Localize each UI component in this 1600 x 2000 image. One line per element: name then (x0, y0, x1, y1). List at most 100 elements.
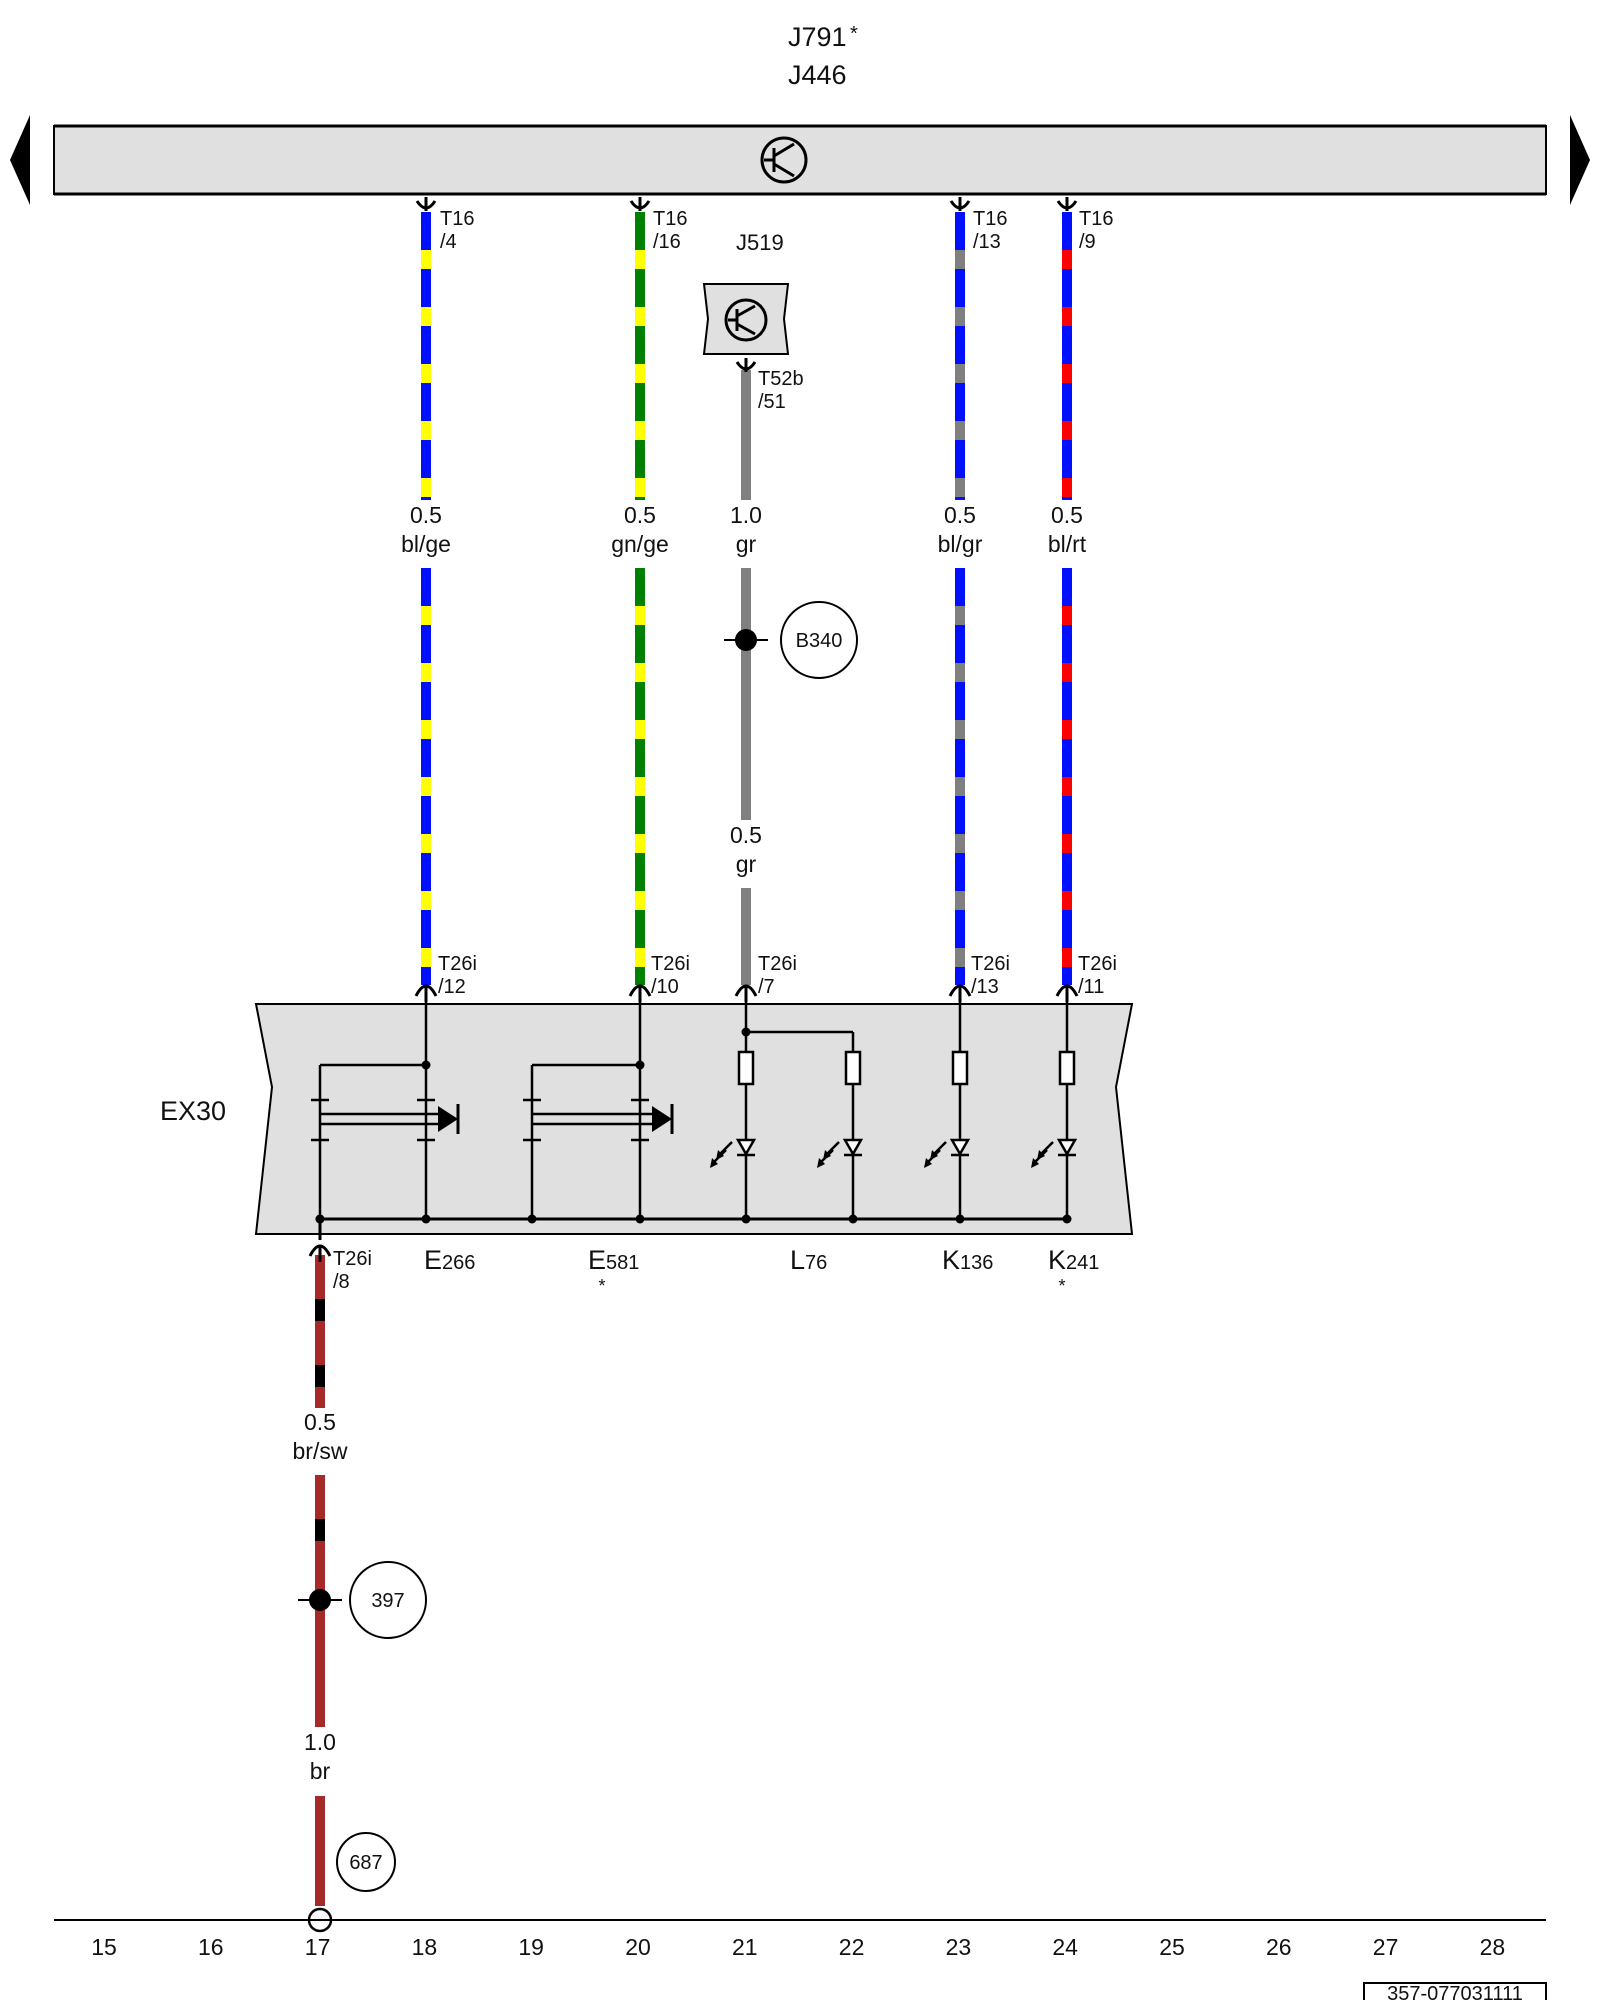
pin-bot-24-number: /11 (1078, 976, 1104, 998)
ground-wire-color-1: br/sw (293, 1438, 348, 1464)
e581-bottom-left-node (527, 1214, 537, 1224)
component-e581-star: * (598, 1276, 605, 1296)
wire-size-20: 0.5 (624, 502, 656, 528)
component-k241-number: 241 (1066, 1252, 1099, 1274)
pin-top-23-number: /13 (973, 231, 1001, 253)
k241-led-diode-icon (1056, 1138, 1078, 1157)
e266-bottom-right-node (421, 1214, 431, 1224)
l76-led-b-ray-1-head (823, 1150, 831, 1160)
wire-color-21b: gr (736, 851, 757, 877)
ex30-switch-module (254, 1003, 1134, 1235)
wire-size-18: 0.5 (410, 502, 442, 528)
j519-unit (702, 283, 790, 355)
k241-led-ray-2-head (1031, 1158, 1039, 1168)
wire-color-20: gn/ge (611, 531, 669, 557)
e581-top-node (635, 1060, 645, 1070)
pin-ground-connector: T26i (333, 1248, 372, 1270)
pin-bot-20-connector: T26i (651, 953, 690, 975)
pin-top-21-number: /51 (758, 391, 786, 413)
wire-color-24: bl/rt (1048, 531, 1087, 557)
grid-number-23: 23 (946, 1934, 972, 1960)
l76-led-b-resistor (844, 1050, 862, 1086)
control-unit-bus (53, 124, 1547, 196)
component-k241-star: * (1058, 1276, 1065, 1296)
ground-wire-color-2: br (310, 1758, 331, 1784)
k241-led-resistor (1058, 1050, 1076, 1086)
l76-led-b-bottom-node (848, 1214, 858, 1224)
label-j519: J519 (736, 230, 784, 255)
e581-bottom-right-node (635, 1214, 645, 1224)
e266-bottom-left-node (315, 1214, 325, 1224)
l76-led-b-diode-icon (842, 1138, 864, 1157)
wire-labels: 0.5 bl/ge 0.5 gn/ge 1.0 gr 0.5 gr 0.5 bl… (293, 502, 1087, 1784)
l76-branch-node (741, 1027, 751, 1037)
document-number: 357-077031111 (1387, 1983, 1523, 2000)
wire-size-21: 1.0 (730, 502, 762, 528)
wire-color-18: bl/ge (401, 531, 451, 557)
component-label-e581: E581 (588, 1245, 639, 1275)
grid-number-16: 16 (198, 1934, 224, 1960)
component-label-k241: K241 (1048, 1245, 1099, 1275)
ground-point-687: 687 (336, 1832, 396, 1892)
pin-bot-23-connector: T26i (971, 953, 1010, 975)
k136-led-resistor (951, 1050, 969, 1086)
e266-top-node (421, 1060, 431, 1070)
wires-layer (298, 197, 1079, 1933)
wire-size-21b: 0.5 (730, 822, 762, 848)
ground-687-label: 687 (349, 1852, 382, 1874)
pin-bot-23-number: /13 (971, 976, 999, 998)
grid-number-28: 28 (1480, 1934, 1506, 1960)
grid-number-21: 21 (732, 1934, 758, 1960)
wire-size-23: 0.5 (944, 502, 976, 528)
pin-top-24-number: /9 (1079, 231, 1096, 253)
pin-top-18-connector: T16 (440, 208, 474, 230)
bus-transistor-icon (760, 136, 808, 184)
pin-top-20-number: /16 (653, 231, 681, 253)
continuation-left-arrow-icon (10, 115, 30, 205)
component-e266-letter: E (424, 1245, 442, 1275)
component-l76-letter: L (790, 1245, 805, 1275)
top-connector-pins: T16 /4 T16 /16 T52b /51 T16 /13 T16 /9 (440, 208, 1113, 413)
l76-led-a-bottom-node (741, 1214, 751, 1224)
grid-number-27: 27 (1373, 1934, 1399, 1960)
grid-number-18: 18 (412, 1934, 438, 1960)
module-connector-pins: T26i /12 T26i /10 T26i /7 T26i /13 T26i … (333, 953, 1117, 1293)
splice-b340-dot (735, 629, 757, 651)
pin-bot-24-connector: T26i (1078, 953, 1117, 975)
label-j446: J446 (788, 60, 847, 90)
grid-number-24: 24 (1052, 1934, 1078, 1960)
label-j791-star: * (850, 23, 858, 45)
component-label-l76: L76 (790, 1245, 827, 1275)
k136-led-diode-icon (949, 1138, 971, 1157)
splice-397: 397 (349, 1561, 427, 1639)
pin-top-18-number: /4 (440, 231, 457, 253)
label-j791: J791 (788, 22, 847, 52)
k136-led-bottom-node (955, 1214, 965, 1224)
splice-397-label: 397 (371, 1590, 404, 1612)
ground-wire-size-2: 1.0 (304, 1729, 336, 1755)
k241-led-ray-1-head (1037, 1150, 1045, 1160)
continuation-right-arrow-icon (1570, 115, 1590, 205)
wire-size-24: 0.5 (1051, 502, 1083, 528)
l76-led-a-ray-1-head (716, 1150, 724, 1160)
splice-397-dot (309, 1589, 331, 1611)
module-internals (311, 1000, 1078, 1240)
pin-top-23-connector: T16 (973, 208, 1007, 230)
component-l76-number: 76 (805, 1252, 827, 1274)
wire-color-23: bl/gr (938, 531, 983, 557)
pin-top-21-connector: T52b (758, 368, 804, 390)
splice-b340: B340 (780, 601, 858, 679)
component-label-k136: K136 (942, 1245, 993, 1275)
component-k136-number: 136 (960, 1252, 993, 1274)
grid-number-17: 17 (305, 1934, 331, 1960)
k241-led-bottom-node (1062, 1214, 1072, 1224)
l76-led-a-ray-2-head (710, 1158, 718, 1168)
component-e581-letter: E (588, 1245, 606, 1275)
ground-wire-size-1: 0.5 (304, 1409, 336, 1435)
splice-b340-label: B340 (796, 630, 843, 652)
label-ex30: EX30 (160, 1096, 226, 1126)
pin-top-20-connector: T16 (653, 208, 687, 230)
